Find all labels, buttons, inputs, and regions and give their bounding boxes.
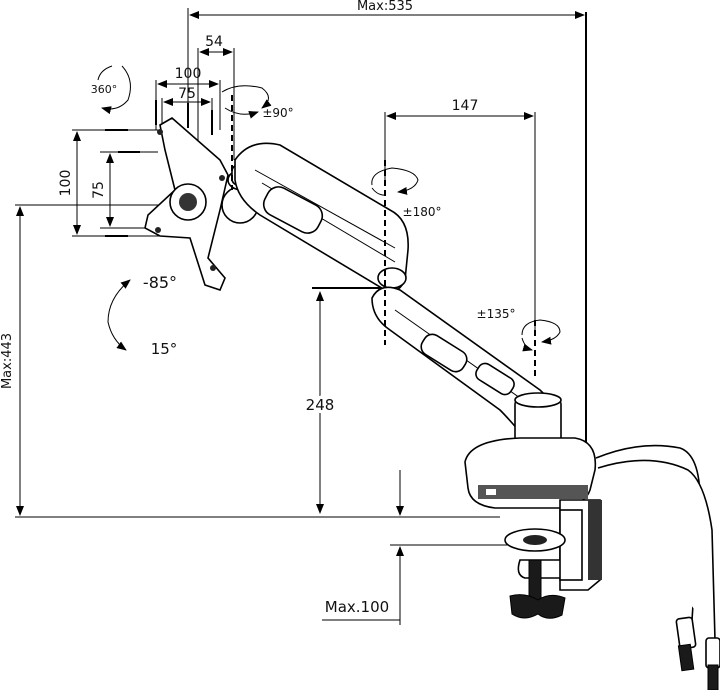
max-reach-label: Max:535	[357, 0, 413, 14]
tilt-up-label: -85°	[143, 273, 177, 292]
arm-span-label: 147	[452, 98, 479, 114]
swivel-135-label: ±135°	[477, 307, 516, 321]
cables	[595, 444, 720, 690]
rotate-360-label: 360°	[91, 83, 118, 96]
tilt-down-label: 15°	[151, 340, 178, 358]
swivel-135-indicator: ±135°	[477, 307, 561, 352]
swivel-180-label: ±180°	[403, 205, 442, 219]
vesa-75-v-label: 75	[91, 181, 107, 199]
tilt-indicator: -85° 15°	[107, 273, 178, 358]
rotation-axes	[231, 95, 536, 380]
swivel-180-indicator: ±180°	[371, 167, 442, 219]
swivel-90-indicator: ±90°	[221, 85, 294, 120]
arm-span-dimension: 147	[384, 98, 536, 330]
swivel-90-label: ±90°	[262, 106, 293, 120]
upper-arm	[234, 142, 409, 293]
vesa-horizontal-dimensions: 100 75	[155, 66, 221, 135]
vesa-75-h-label: 75	[178, 86, 196, 102]
rotate-360-indicator: 360°	[91, 65, 131, 115]
lower-arm	[371, 286, 555, 439]
max-height-dimension: Max:443	[0, 204, 500, 518]
clamp-range-label: Max.100	[325, 598, 389, 616]
vesa-100-v-label: 100	[58, 170, 74, 197]
vesa-vertical-dimensions: 100 75	[58, 129, 160, 237]
pole-height-dimension: 248	[303, 287, 385, 514]
vesa-plate	[144, 117, 229, 291]
vesa-offset-label: 54	[205, 34, 223, 50]
pole-and-base	[464, 392, 597, 509]
max-reach-dimension: Max:535	[187, 0, 587, 450]
vesa-100-h-label: 100	[175, 66, 202, 82]
pole-height-label: 248	[306, 396, 335, 414]
max-height-label: Max:443	[0, 333, 15, 389]
desk-clamp	[504, 499, 602, 619]
vesa-offset-dimension: 54	[197, 34, 235, 160]
